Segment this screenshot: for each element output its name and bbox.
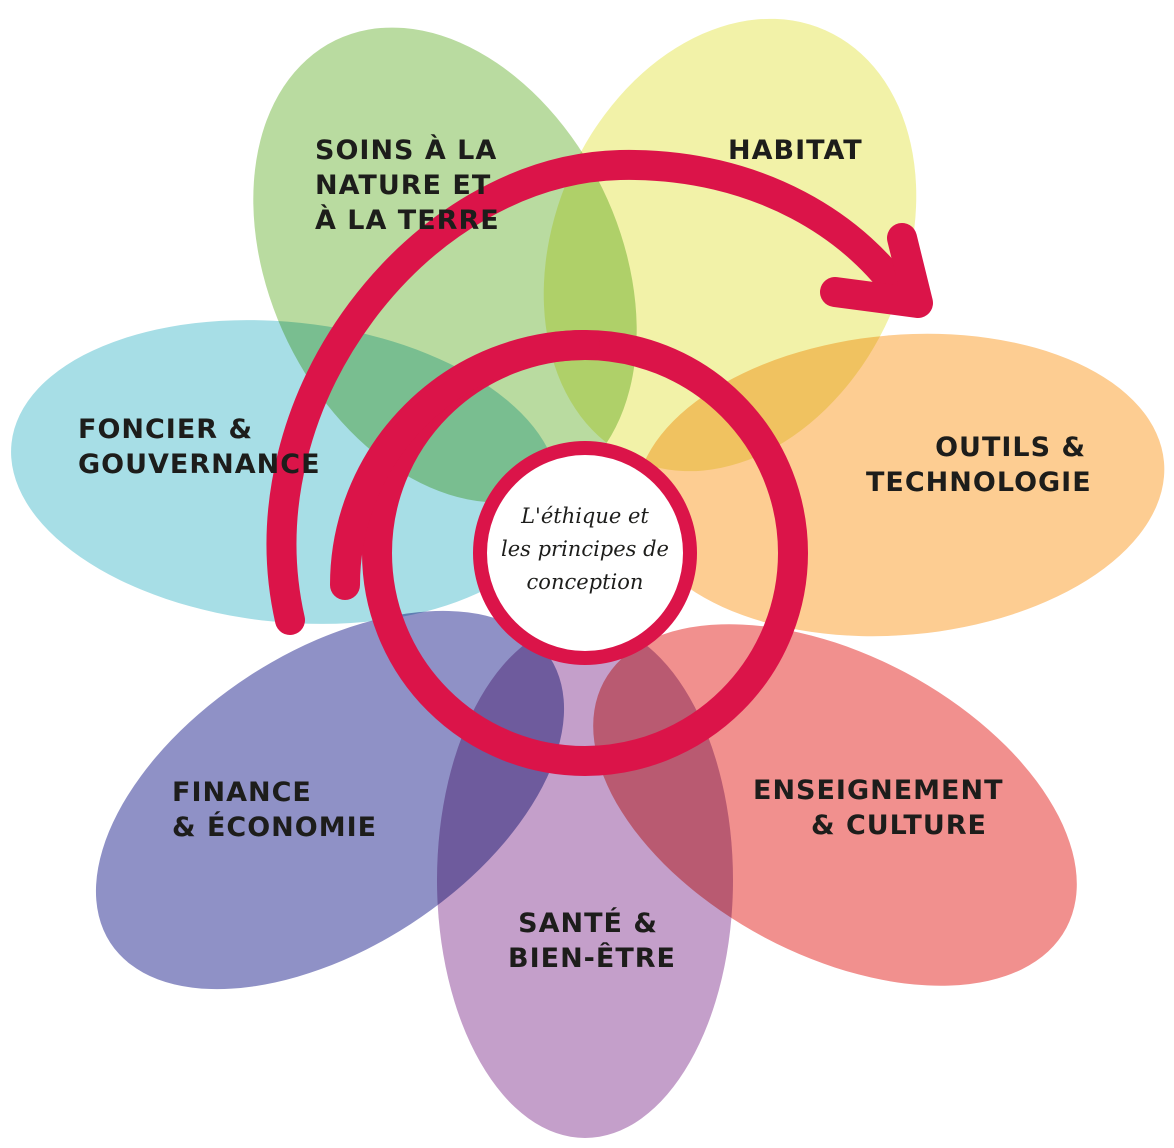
label-enseignement: ENSEIGNEMENT & CULTURE <box>753 773 1004 843</box>
label-nature: SOINS À LA NATURE ET À LA TERRE <box>315 133 500 238</box>
label-sante: SANTÉ & BIEN-ÊTRE <box>508 906 676 976</box>
label-sante-line-1: SANTÉ & <box>518 908 658 939</box>
label-outils-line-2: TECHNOLOGIE <box>866 467 1092 498</box>
label-outils-line-1: OUTILS & <box>935 432 1086 463</box>
label-foncier-line-1: FONCIER & <box>78 414 254 445</box>
label-finance-line-1: FINANCE <box>172 777 312 808</box>
label-outils: OUTILS & TECHNOLOGIE <box>866 430 1092 500</box>
label-finance-line-2: & ÉCONOMIE <box>172 812 378 843</box>
arrow-head-icon <box>820 223 933 318</box>
label-finance: FINANCE & ÉCONOMIE <box>172 775 377 845</box>
label-foncier: FONCIER & GOUVERNANCE <box>78 412 321 482</box>
center-label-line-1: L'éthique et <box>521 504 649 528</box>
center-label-line-2: les principes de <box>501 537 669 561</box>
center-label-line-3: conception <box>526 570 644 594</box>
label-nature-line-2: NATURE ET <box>315 170 492 201</box>
petal-outils <box>635 333 1165 637</box>
center-disc <box>473 441 697 665</box>
spiral-main-arc <box>330 330 600 600</box>
spiral-top-arc <box>266 149 920 635</box>
label-sante-line-2: BIEN-ÊTRE <box>508 943 676 974</box>
label-enseignement-line-1: ENSEIGNEMENT <box>753 775 1004 806</box>
center-label: L'éthique et les principes de conception <box>490 500 680 599</box>
label-enseignement-line-2: & CULTURE <box>811 810 987 841</box>
spiral-layer <box>266 149 933 777</box>
label-habitat: HABITAT <box>728 133 863 168</box>
label-foncier-line-2: GOUVERNANCE <box>78 449 321 480</box>
label-nature-line-1: SOINS À LA <box>315 135 498 166</box>
label-habitat-line-1: HABITAT <box>728 135 863 166</box>
label-nature-line-3: À LA TERRE <box>315 205 500 236</box>
